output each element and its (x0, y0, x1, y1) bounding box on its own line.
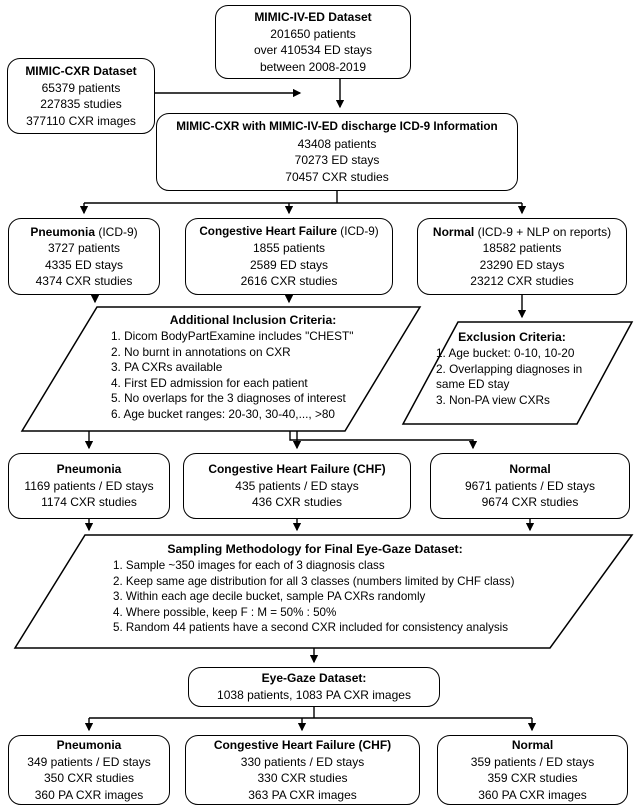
node-normal-icd9-nlp: Normal (ICD-9 + NLP on reports) 18582 pa… (417, 218, 627, 295)
node-line: 70273 ED stays (294, 153, 380, 167)
sampling-item: 4. Where possible, keep F : M = 50% : 50… (113, 605, 337, 619)
exclusion-criteria-content: Exclusion Criteria: 1. Age bucket: 0-10,… (422, 329, 602, 408)
sampling-item: 2. Keep same age distribution for all 3 … (113, 574, 515, 588)
node-line: 9671 patients / ED stays (464, 478, 596, 493)
node-line: between 2008-2019 (259, 59, 367, 74)
node-line: over 410534 ED stays (253, 43, 373, 57)
inclusion-criteria-content: Additional Inclusion Criteria: 1. Dicom … (97, 312, 409, 422)
node-line: 43408 patients (297, 136, 377, 151)
node-line: 360 PA CXR images (478, 787, 587, 802)
node-line: 18582 patients (482, 241, 562, 255)
node-line: 350 CXR studies (43, 771, 135, 785)
node-eye-gaze-dataset: Eye-Gaze Dataset: 1038 patients, 1083 PA… (188, 667, 440, 707)
sampling-methodology-list: 1. Sample ~350 images for each of 3 diag… (95, 558, 595, 636)
node-line: 349 patients / ED stays (27, 754, 151, 769)
inclusion-item: 5. No overlaps for the 3 diagnoses of in… (111, 391, 346, 405)
node-line: 359 patients / ED stays (470, 754, 595, 769)
node-title: MIMIC-CXR Dataset (25, 64, 137, 78)
node-line: 2589 ED stays (249, 257, 329, 272)
node-line: 1174 CXR studies (41, 495, 137, 510)
node-title: Normal (509, 462, 551, 477)
inclusion-criteria-title: Additional Inclusion Criteria: (169, 313, 337, 327)
inclusion-item: 4. First ED admission for each patient (111, 375, 308, 390)
node-line: 23290 ED stays (479, 257, 565, 272)
node-line: 23212 CXR studies (470, 274, 574, 288)
node-title: Congestive Heart Failure (ICD-9) (199, 224, 379, 238)
node-title: MIMIC-CXR with MIMIC-IV-ED discharge ICD… (176, 120, 498, 133)
node-line: 436 CXR studies (251, 495, 343, 510)
exclusion-criteria-parallelogram (401, 321, 634, 425)
node-pneumonia-filtered: Pneumonia 1169 patients / ED stays 1174 … (8, 453, 170, 519)
inclusion-item: 2. No burnt in annotations on CXR (111, 344, 291, 359)
node-chf-filtered: Congestive Heart Failure (CHF) 435 patie… (183, 453, 411, 519)
node-normal-filtered: Normal 9671 patients / ED stays 9674 CXR… (430, 453, 630, 519)
node-line: 3727 patients (47, 241, 121, 255)
node-title: Congestive Heart Failure (CHF) (213, 738, 392, 752)
inclusion-criteria-parallelogram (20, 306, 422, 432)
node-line: 359 CXR studies (487, 771, 578, 785)
node-mimic-iv-ed-dataset: MIMIC-IV-ED Dataset 201650 patients over… (215, 5, 411, 79)
node-line: 1038 patients, 1083 PA CXR images (217, 688, 411, 702)
node-line: 9674 CXR studies (481, 495, 579, 510)
node-line: 2616 CXR studies (240, 274, 338, 288)
exclusion-criteria-title: Exclusion Criteria: (458, 330, 566, 344)
node-line: 1169 patients / ED stays (24, 478, 154, 493)
node-title: Normal (511, 738, 554, 752)
rail-eyegaze-to-row5 (89, 707, 532, 719)
exclusion-item: 3. Non-PA view CXRs (436, 392, 550, 407)
node-title: Normal (ICD-9 + NLP on reports) (432, 224, 612, 239)
node-normal-final: Normal 359 patients / ED stays 359 CXR s… (437, 735, 628, 805)
node-title: Pneumonia (ICD-9) (30, 224, 138, 239)
inclusion-item: 6. Age bucket ranges: 20-30, 30-40,..., … (111, 406, 335, 421)
node-pneumonia-icd9: Pneumonia (ICD-9) 3727 patients 4335 ED … (8, 218, 160, 295)
rail-merged-to-row3 (84, 191, 522, 204)
node-mimic-cxr-with-icd9: MIMIC-CXR with MIMIC-IV-ED discharge ICD… (156, 113, 518, 191)
node-line: 435 patients / ED stays (235, 478, 359, 493)
arrow-inclusion-to-r4-normal-elbow (289, 431, 478, 450)
node-line: 363 PA CXR images (248, 787, 357, 802)
node-title: Pneumonia (56, 462, 122, 477)
node-title: MIMIC-IV-ED Dataset (254, 10, 372, 24)
node-line: 4335 ED stays (44, 257, 124, 272)
node-line: 330 CXR studies (257, 771, 348, 785)
sampling-methodology-content: Sampling Methodology for Final Eye-Gaze … (95, 541, 595, 636)
node-line: 227835 studies (40, 97, 122, 111)
inclusion-item: 1. Dicom BodyPartExamine includes "CHEST… (111, 329, 354, 343)
node-line: 65379 patients (41, 80, 121, 95)
sampling-item: 5. Random 44 patients have a second CXR … (113, 621, 509, 634)
sampling-methodology-parallelogram (13, 534, 634, 649)
node-line: 330 patients / ED stays (240, 754, 365, 769)
node-pneumonia-final: Pneumonia 349 patients / ED stays 350 CX… (8, 735, 170, 805)
exclusion-criteria-list: 1. Age bucket: 0-10, 10-20 2. Overlappin… (422, 346, 606, 408)
node-chf-final: Congestive Heart Failure (CHF) 330 patie… (185, 735, 420, 805)
inclusion-item: 3. PA CXRs available (111, 360, 223, 374)
node-line: 377110 CXR images (26, 113, 136, 128)
sampling-methodology-title: Sampling Methodology for Final Eye-Gaze … (167, 542, 463, 556)
node-title: Pneumonia (56, 738, 122, 752)
sampling-item: 3. Within each age decile bucket, sample… (113, 590, 426, 603)
exclusion-item: 2. Overlapping diagnoses in same ED stay (436, 361, 583, 392)
node-title: Eye-Gaze Dataset: (261, 671, 367, 685)
node-mimic-cxr-dataset: MIMIC-CXR Dataset 65379 patients 227835 … (7, 58, 155, 134)
node-line: 201650 patients (270, 26, 356, 41)
node-line: 1855 patients (252, 241, 326, 255)
node-line: 4374 CXR studies (35, 274, 133, 288)
inclusion-criteria-list: 1. Dicom BodyPartExamine includes "CHEST… (97, 329, 409, 422)
node-line: 70457 CXR studies (285, 169, 389, 184)
sampling-item: 1. Sample ~350 images for each of 3 diag… (113, 559, 385, 572)
node-chf-icd9: Congestive Heart Failure (ICD-9) 1855 pa… (185, 218, 393, 295)
node-line: 360 PA CXR images (34, 787, 144, 802)
node-title: Congestive Heart Failure (CHF) (208, 462, 386, 477)
exclusion-item: 1. Age bucket: 0-10, 10-20 (436, 346, 575, 360)
